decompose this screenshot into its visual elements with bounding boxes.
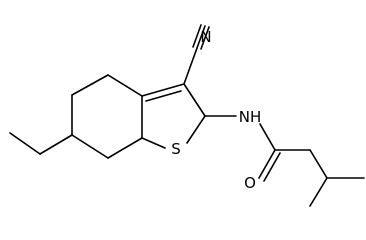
atom-label-amide-nh: NH <box>239 108 262 126</box>
bond-c2-s <box>186 115 206 144</box>
bond-c7-c7a <box>107 137 143 159</box>
bond-carbonyl-o <box>258 149 276 179</box>
bond-c3-c2 <box>183 83 206 117</box>
bond-ch-ch3-b <box>309 177 328 207</box>
molecule-diagram: N NH S O <box>9 24 365 207</box>
bond-c6-ethyl-ch2 <box>39 134 73 155</box>
bond-c3a-c4 <box>107 74 143 97</box>
bond-nh-carbonyl <box>259 123 276 151</box>
bond-c3-cn <box>183 47 198 85</box>
bond-c4-c5 <box>71 74 109 96</box>
bond-s-c7a <box>141 137 166 149</box>
bond-nitrile-triple-right <box>200 26 210 50</box>
bond-ethyl-ch3 <box>9 132 41 155</box>
bond-nitrile-triple-center <box>196 25 206 49</box>
bond-c3-c3a <box>141 83 185 97</box>
bond-c3-c3a-inner <box>145 90 182 102</box>
bond-carbonyl-o-double <box>263 152 281 182</box>
bond-ch2-ch <box>309 149 328 179</box>
atom-label-nitrile-n: N <box>200 28 211 46</box>
atom-label-carbonyl-o: O <box>244 174 256 192</box>
bond-nitrile-triple-left <box>192 24 202 48</box>
atom-label-thiophene-s: S <box>171 140 181 158</box>
bond-c6-c7 <box>71 134 109 159</box>
structure-svg: N NH S O <box>9 24 365 207</box>
